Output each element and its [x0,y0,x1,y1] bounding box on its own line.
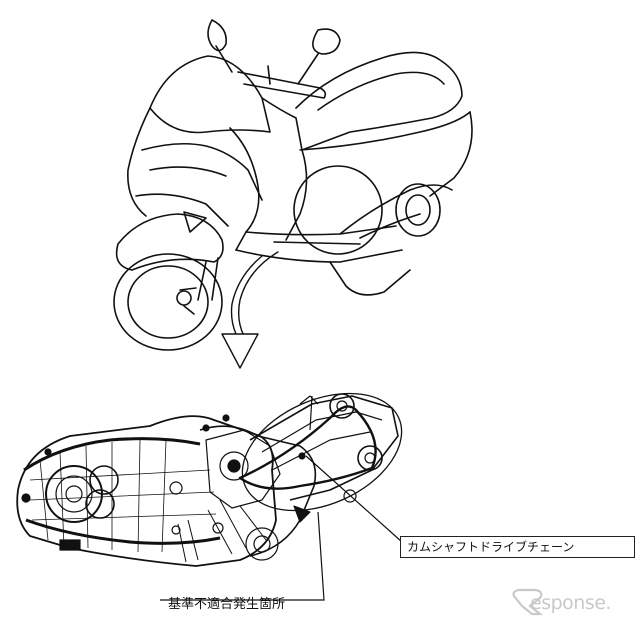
pointer-arrow [237,251,279,337]
response-watermark-logo [512,588,544,616]
cam-chain [238,405,377,490]
engine-illustration [16,392,403,567]
engine-highlight-circle [293,165,383,255]
defect-highlight-ellipse [241,392,403,512]
scooter-illustration [113,19,473,369]
front-wheel [113,253,223,351]
cam-chain-label: カムシャフトドライブチェーン [400,536,635,558]
watermark-text: esponse. [530,592,611,614]
right-mirror [312,28,341,55]
defect-location-label: 基準不適合発生箇所 [168,597,286,612]
leader-lines [160,455,403,601]
left-mirror [207,19,228,52]
rear-wheel [395,183,441,237]
